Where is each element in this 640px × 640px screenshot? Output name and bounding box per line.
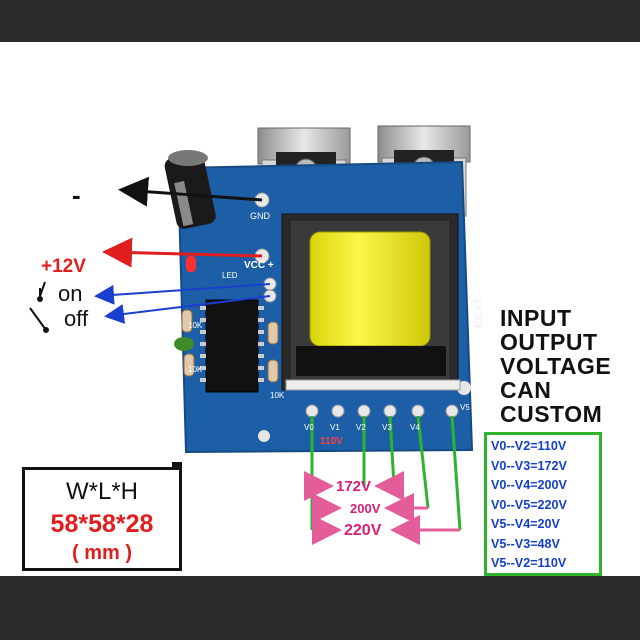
on-arrow (94, 283, 271, 305)
top-border (0, 0, 640, 42)
pin-v1: V1 (330, 423, 340, 432)
gnd-arrow (118, 176, 263, 207)
tap-200v-label: 200V (350, 501, 381, 516)
dimension-unit: ( mm ) (72, 542, 132, 564)
bottom-border (0, 576, 640, 640)
board-illustration: GND VCC + LED 10K 10K 10K EE 41 V0 V1 V2… (29, 125, 485, 545)
transformer (281, 213, 461, 391)
voltage-row: V0--V5=220V (491, 497, 567, 512)
custom-voltage-note: INPUT OUTPUT VOLTAGE CAN CUSTOM (500, 306, 611, 426)
note-line: OUTPUT (500, 329, 598, 355)
ic-chip (200, 299, 264, 393)
voltage-row: V5--V4=20V (491, 517, 560, 531)
note-line: CUSTOM (500, 401, 603, 427)
vcc-arrow (102, 237, 263, 268)
switch-on-icon (37, 281, 46, 302)
off-arrow (104, 295, 271, 324)
note-line: VOLTAGE (500, 353, 612, 379)
voltage-table: V0--V2=110V V0--V3=172V V0--V4=200V V0--… (484, 432, 602, 576)
voltage-row: V0--V4=200V (491, 478, 567, 492)
r10k-silk: 10K (270, 391, 285, 400)
voltage-row: V0--V3=172V (491, 458, 567, 473)
pin-v4: V4 (410, 423, 420, 432)
capacitor (164, 150, 216, 229)
voltage-row: V5--V2=110V (491, 556, 567, 570)
note-line: CAN (500, 377, 552, 403)
note-line: INPUT (500, 305, 572, 331)
plus12v-label: +12V (41, 256, 86, 277)
led-silk: LED (222, 271, 238, 280)
pin-v0: V0 (304, 423, 314, 432)
resistors (174, 309, 279, 383)
pin-v5: V5 (460, 403, 470, 412)
product-photo: GND VCC + LED 10K 10K 10K EE 41 V0 V1 V2… (0, 42, 640, 576)
tap-220v-label: 220V (344, 522, 382, 539)
gnd-silk: GND (250, 211, 271, 221)
switch-off-icon (29, 307, 49, 333)
pin-v2: V2 (356, 423, 366, 432)
dimension-box: W*L*H 58*58*28 ( mm ) (22, 467, 182, 571)
off-label: off (64, 306, 89, 331)
on-label: on (58, 281, 83, 306)
r10k-silk: 10K (188, 365, 203, 374)
voltage-row: V0--V2=110V (491, 439, 567, 453)
dimension-title: W*L*H (65, 478, 138, 505)
r10k-silk: 10K (188, 321, 203, 330)
pin-v3: V3 (382, 423, 392, 432)
tap-arrows (304, 471, 460, 545)
voltage-row: V5--V3=48V (491, 536, 560, 551)
gnd-minus-label: - (72, 180, 81, 210)
transformer-code: EE 41 (473, 298, 485, 328)
mounting-hole (258, 430, 270, 442)
led (186, 256, 196, 272)
dimension-values: 58*58*28 (50, 510, 154, 538)
pin-110v-label: 110V (320, 436, 343, 447)
tap-172v-label: 172V (336, 478, 372, 495)
vcc-silk: VCC + (244, 260, 274, 271)
